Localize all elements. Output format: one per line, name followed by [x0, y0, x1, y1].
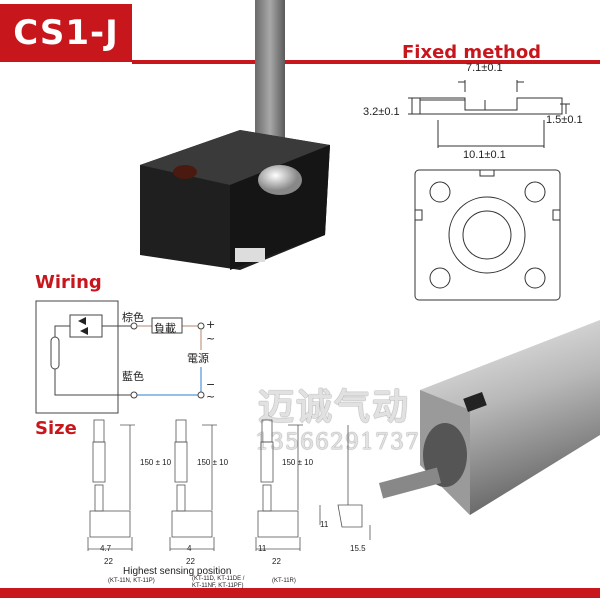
watermark-phone: 13566291737 [255, 430, 420, 455]
wiring-heading: Wiring [35, 272, 102, 293]
length-2: 150 ± 10 [197, 458, 229, 467]
width-3: 22 [272, 557, 281, 566]
model-2a: (KT-11D, KT-11DE / [192, 576, 245, 582]
cylinder-photo [378, 320, 600, 515]
tilde-plus: ~ [206, 332, 216, 345]
size-drawings [87, 419, 371, 552]
wiring-diagram [35, 300, 205, 414]
width-2: 22 [186, 557, 195, 566]
sensor-photo [140, 0, 330, 270]
side-width: 15.5 [350, 544, 366, 553]
tilde-minus: ~ [206, 390, 216, 403]
length-1: 150 ± 10 [140, 458, 172, 467]
offset-2: 4 [187, 544, 192, 553]
offset-1: 4.7 [100, 544, 112, 553]
sensing-label: Highest sensing position [123, 566, 232, 577]
size-heading: Size [35, 418, 77, 439]
product-title: CS1-J [0, 4, 132, 62]
blue-wire-label: 藍色 [122, 370, 144, 383]
minus-label: − [206, 378, 216, 391]
model-2b: KT-11NF, KT-11PF) [192, 583, 244, 589]
fixed-method-heading: Fixed method [402, 42, 542, 63]
fixed-method-drawing [408, 80, 570, 301]
dim-bottom-width: 10.1±0.1 [463, 149, 506, 161]
model-3: (KT-11R) [272, 578, 296, 584]
dim-left-height: 3.2±0.1 [363, 106, 400, 118]
width-1: 22 [104, 557, 113, 566]
dim-top-width: 7.1±0.1 [466, 62, 503, 74]
model-1: (KT-11N, KT-11P) [108, 578, 155, 584]
length-3: 150 ± 10 [282, 458, 314, 467]
plus-label: + [206, 318, 216, 331]
footer-band [0, 588, 600, 598]
dim-right-height: 1.5±0.1 [546, 114, 583, 126]
side-height: 11 [320, 520, 329, 529]
brown-wire-label: 棕色 [122, 311, 144, 324]
power-label: 電源 [187, 352, 209, 365]
offset-3: 11 [258, 544, 267, 553]
watermark-name: 迈诚气动 [258, 386, 411, 428]
header-rule [132, 60, 600, 64]
load-label: 負載 [154, 322, 176, 335]
